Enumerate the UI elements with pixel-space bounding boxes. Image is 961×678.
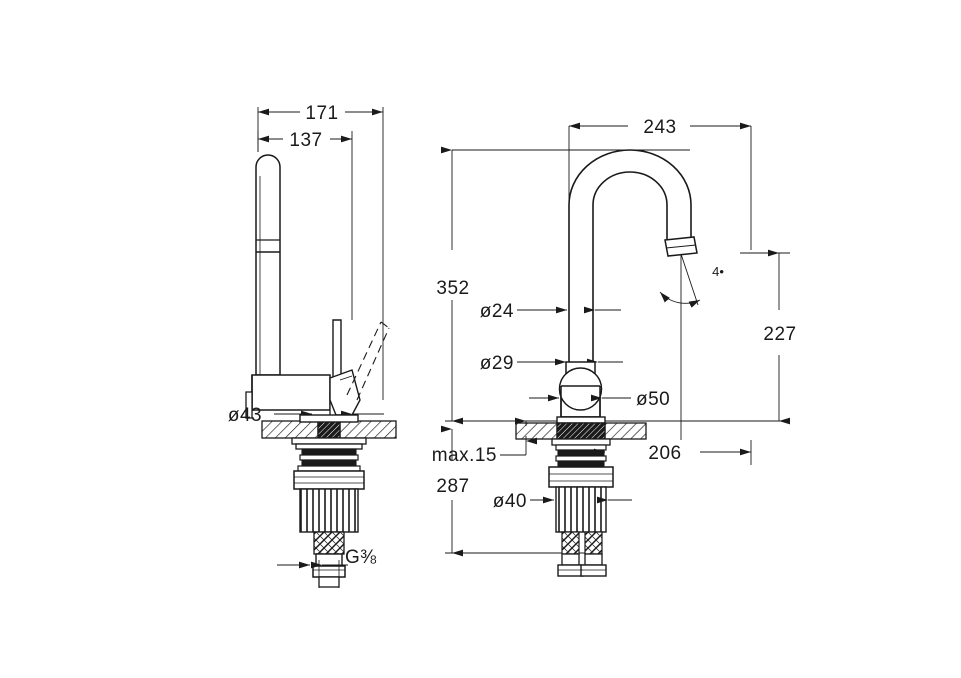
side-extension-lines (257, 107, 384, 400)
side-lever-handle-open-ghost (346, 321, 390, 401)
dim-227 (600, 249, 790, 425)
front-hose-assembly (557, 531, 607, 577)
dimension-labels: 171 137 ø43 G⅜ 243 352 227 287 206 max.1… (228, 103, 796, 568)
front-view-group (441, 122, 790, 577)
front-base-flange (556, 416, 606, 424)
label-d40: ø40 (493, 491, 527, 512)
label-d50: ø50 (636, 389, 670, 410)
side-view-group (245, 107, 397, 588)
label-227: 227 (763, 324, 796, 345)
label-352: 352 (436, 278, 469, 299)
label-d43: ø43 (228, 405, 262, 426)
front-swivel-body (558, 367, 603, 418)
front-deck-section (515, 422, 647, 440)
label-243: 243 (643, 117, 676, 138)
front-threaded-shank (555, 486, 607, 533)
label-g38: G⅜ (345, 547, 377, 568)
side-lever-handle (329, 319, 361, 416)
front-underdeck-hardware (548, 438, 614, 488)
angle-indicator-4deg (659, 253, 701, 440)
side-underdeck-hardware (291, 437, 367, 490)
dim-206 (581, 440, 752, 465)
label-137: 137 (289, 130, 322, 151)
label-171: 171 (305, 103, 338, 124)
label-287: 287 (436, 476, 469, 497)
label-206: 206 (648, 443, 681, 464)
label-d29: ø29 (480, 353, 514, 374)
front-spout-outlet (664, 236, 698, 257)
side-threaded-shank (299, 488, 359, 533)
side-spout-tube (255, 154, 281, 376)
dim-max15 (500, 417, 537, 456)
front-gooseneck-spout (568, 149, 692, 420)
label-max15: max.15 (432, 445, 497, 466)
label-angle-4deg: 4• (712, 264, 724, 279)
label-d24: ø24 (480, 301, 514, 322)
dim-g38 (277, 560, 348, 588)
side-hose-assembly (312, 531, 346, 588)
side-deck-section (261, 414, 397, 439)
